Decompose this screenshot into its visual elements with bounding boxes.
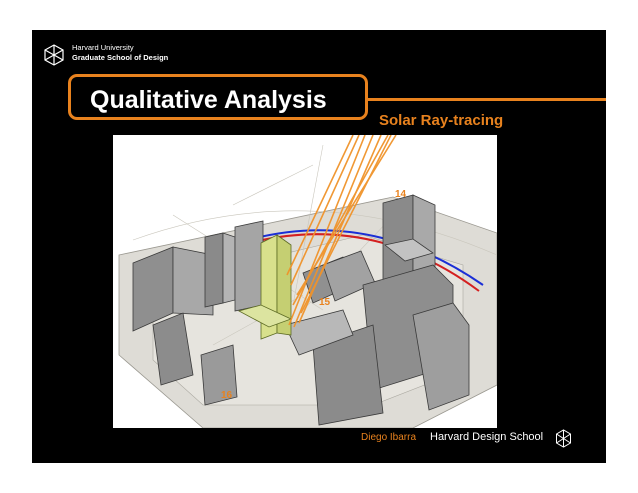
building-curved-left <box>152 312 194 386</box>
harvard-gsd-logo-icon <box>44 44 64 66</box>
building-front-roof <box>284 309 354 356</box>
solar-raytracing-figure: 14 15 16 <box>113 135 497 428</box>
target-building <box>237 234 293 340</box>
figure-label-14: 14 <box>395 189 407 200</box>
figure-label-16: 16 <box>221 390 233 401</box>
school-credit: Harvard Design School <box>430 431 544 443</box>
institution-block: Harvard University Graduate School of De… <box>72 43 168 63</box>
buildings <box>132 194 470 426</box>
title-frame <box>68 74 368 120</box>
building-mid-block <box>234 220 264 312</box>
school-name: Graduate School of Design <box>72 53 169 62</box>
university-name: Harvard University <box>72 43 134 52</box>
slide-title: Qualitative Analysis <box>90 86 327 114</box>
building-front-curved <box>312 324 384 426</box>
title-rule <box>368 98 606 101</box>
building-tower-left <box>204 232 224 308</box>
building-stepped-right-front <box>412 302 470 411</box>
building-tower-cap <box>384 238 434 262</box>
author-name: Diego Ibarra <box>361 432 417 443</box>
slide: Harvard University Graduate School of De… <box>32 30 606 463</box>
slide-subtitle: Solar Ray-tracing <box>379 112 504 129</box>
building-curved-low <box>200 344 238 406</box>
harvard-gsd-logo-icon <box>556 429 571 448</box>
solar-rays <box>286 135 397 328</box>
figure-label-15: 15 <box>319 297 331 308</box>
building-left-side <box>172 246 214 316</box>
building-tower-left-side <box>222 232 236 304</box>
